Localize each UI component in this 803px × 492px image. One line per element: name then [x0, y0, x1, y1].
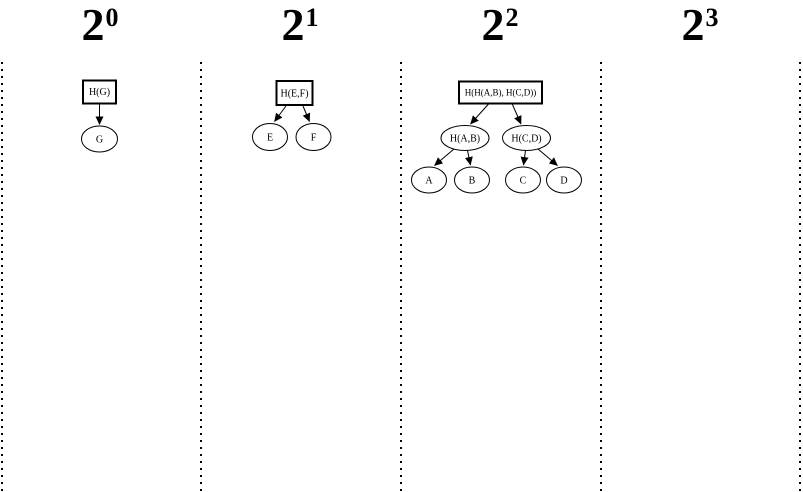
tree-depth-2: H(H(A,B), H(C,D)) H(A,B) H(C,D) A B C D — [411, 80, 582, 194]
edge-arrow — [470, 103, 490, 125]
hash-node-ellipse — [502, 125, 551, 151]
dotted-divider-4 — [799, 62, 801, 492]
dotted-divider-2 — [400, 62, 402, 492]
power-exponent: 2 — [505, 3, 519, 32]
power-base: 2 — [481, 0, 505, 50]
leaf-node-label: C — [520, 176, 527, 187]
column-header-2: 22 — [400, 0, 600, 54]
leaf-node-label: A — [425, 176, 433, 187]
leaf-node-label: B — [469, 176, 476, 187]
edge-arrow — [434, 148, 455, 166]
leaf-node-ellipse — [505, 166, 541, 194]
edge-arrow — [302, 105, 311, 122]
leaf-node-ellipse — [295, 123, 332, 151]
dotted-divider-1 — [200, 62, 202, 492]
leaf-node-label: F — [311, 133, 317, 144]
dotted-divider-3 — [600, 62, 602, 492]
leaf-node-ellipse — [411, 166, 447, 194]
root-hash-box — [275, 80, 314, 106]
power-exponent: 0 — [105, 3, 119, 32]
power-exponent: 1 — [305, 3, 319, 32]
root-hash-box — [458, 80, 543, 105]
edge-arrow — [520, 150, 529, 166]
edge-arrow — [274, 105, 287, 122]
root-hash-label: H(G) — [89, 87, 110, 98]
tree-depth-1: H(E,F) E F — [252, 80, 332, 151]
hash-node-ellipse — [440, 125, 490, 151]
leaf-node-ellipse — [81, 125, 118, 153]
tree-depth-0: H(G) G — [81, 79, 118, 153]
column-header-3: 23 — [600, 0, 800, 54]
edge-arrow — [537, 148, 558, 166]
leaf-node-label: G — [96, 135, 103, 146]
hash-node-label: H(A,B) — [450, 134, 480, 145]
power-exponent: 3 — [705, 3, 719, 32]
leaf-node-ellipse — [546, 166, 582, 194]
leaf-node-ellipse — [454, 166, 490, 194]
column-header-1: 21 — [200, 0, 400, 54]
leaf-node-label: E — [267, 133, 273, 144]
power-base: 2 — [281, 0, 305, 50]
leaf-node-ellipse — [252, 123, 288, 151]
column-header-0: 20 — [0, 0, 200, 54]
leaf-node-label: D — [560, 176, 567, 187]
power-base: 2 — [681, 0, 705, 50]
root-hash-label: H(H(A,B), H(C,D)) — [465, 88, 537, 98]
root-hash-label: H(E,F) — [280, 89, 308, 100]
dotted-divider-0 — [1, 62, 3, 492]
edge-arrow — [464, 150, 473, 166]
power-base: 2 — [81, 0, 105, 50]
edge-arrow — [511, 103, 522, 125]
hash-node-label: H(C,D) — [511, 134, 541, 145]
